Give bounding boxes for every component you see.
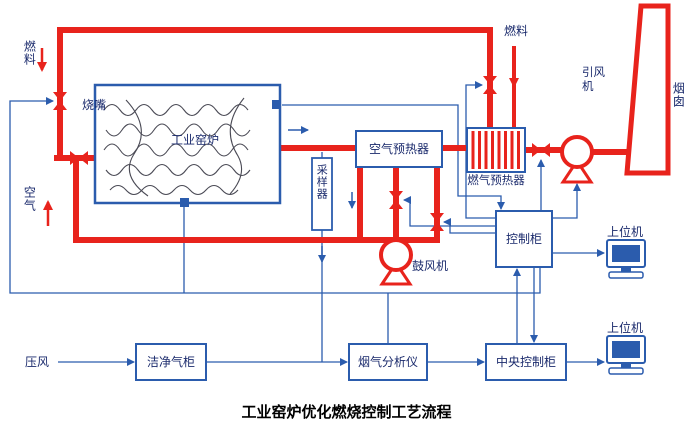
sampler-box <box>311 157 333 231</box>
control-line-left-fuel-valve <box>9 97 541 294</box>
fuel-right-label: 燃料 <box>504 24 529 38</box>
central-control-cabinet-box <box>485 343 567 381</box>
flame-line <box>105 123 251 137</box>
burner-label: 烧嘴 <box>82 98 107 112</box>
diagram-title: 工业窑炉优化燃烧控制工艺流程 <box>241 404 452 421</box>
heat-exchanger-tubes <box>471 131 520 169</box>
control-cabinet-label: 控制柜 <box>505 231 542 246</box>
flue-gas-analyzer-label: 烟气分析仪 <box>357 354 418 369</box>
pipe-hot-fuel <box>57 27 493 161</box>
flame-scribbles <box>103 97 251 197</box>
flame-line <box>103 143 249 157</box>
pipes <box>54 27 633 243</box>
kiln-bottom-sensor-icon <box>180 198 189 207</box>
air-preheater-label: 空气预热器 <box>368 141 429 156</box>
flame-line <box>109 184 239 196</box>
host-computer-top-icon <box>606 239 646 279</box>
red-flow-arrows <box>37 48 519 226</box>
monitor-screen <box>612 245 640 262</box>
air-outlet-valve-icon <box>430 213 444 231</box>
host-computer-bottom-label: 上位机 <box>606 321 643 335</box>
chimney-label: 烟囱 <box>671 82 686 108</box>
clean-gas-cabinet-box <box>135 343 207 381</box>
blower-icon <box>379 238 413 286</box>
flame-line <box>103 103 249 117</box>
blower-valve-icon <box>389 191 403 209</box>
control-line-blower-valve <box>403 196 496 227</box>
gas-preheater-box <box>466 127 526 173</box>
fan-pedestal <box>560 158 594 184</box>
keyboard <box>608 271 644 279</box>
fuel-left-valve-icon <box>53 92 67 110</box>
gas-preheater-outline <box>466 127 526 173</box>
monitor-stand <box>621 267 631 272</box>
kiln-label: 工业窑炉 <box>170 133 219 147</box>
induced-fan-label: 引风机 <box>582 67 605 94</box>
blower-label: 鼓风机 <box>412 259 449 273</box>
control-line-air-outlet-valve <box>443 218 496 234</box>
chimney-shape <box>624 3 671 176</box>
gas-preheater-label: 燃气预热器 <box>467 175 525 187</box>
kiln-top-sensor-icon <box>272 100 281 109</box>
keyboard <box>608 367 644 375</box>
fuel-left-label: 燃料 <box>22 40 37 66</box>
pipe-hot-air-loop <box>73 155 440 243</box>
clean-gas-cabinet-label: 洁净气柜 <box>146 354 195 369</box>
induced-fan-icon <box>560 135 594 184</box>
host-computer-top-label: 上位机 <box>606 225 643 239</box>
control-line-kiln-top-sensor <box>282 104 505 210</box>
air-preheater-box <box>355 130 443 168</box>
fan-pedestal <box>379 260 413 286</box>
compressed-air-label: 压风 <box>25 355 50 369</box>
burner-valve-icon <box>70 151 88 165</box>
monitor-stand <box>621 363 631 368</box>
gas-feed-valve-icon <box>483 76 497 94</box>
flue-gas-analyzer-box <box>348 343 428 381</box>
sampler-label: 采样器 <box>315 164 328 200</box>
central-control-cabinet-label: 中央控制柜 <box>495 354 556 369</box>
control-line-induced-fan <box>552 183 581 219</box>
kiln-box <box>93 83 282 205</box>
flue-valve-icon <box>532 143 550 157</box>
fan-circle <box>379 238 413 272</box>
control-lines <box>9 81 605 366</box>
monitor-screen <box>612 341 640 358</box>
host-computer-bottom-icon <box>606 335 646 375</box>
control-cabinet-box <box>495 210 553 268</box>
fan-circle <box>560 135 594 169</box>
flame-line <box>229 97 245 195</box>
flame-line <box>125 99 149 197</box>
air-label: 空气 <box>22 186 37 212</box>
valves <box>53 76 550 231</box>
